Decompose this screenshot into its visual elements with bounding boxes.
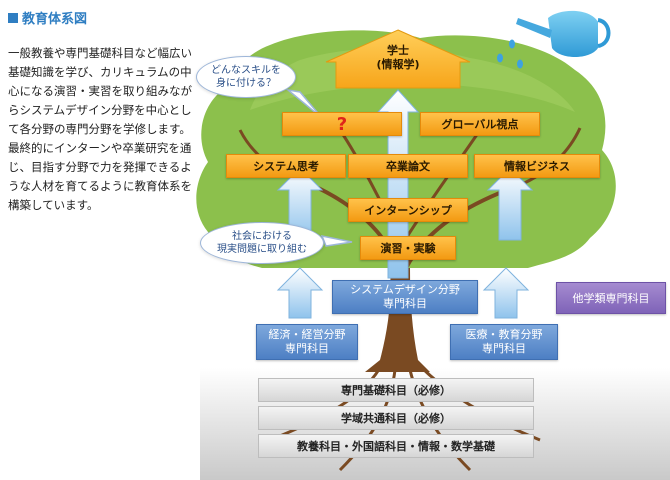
bubble-mid: 社会における 現実問題に取り組む [200, 222, 324, 264]
degree-field-text: (情報学) [376, 58, 420, 71]
bubble-mid-line2: 現実問題に取り組む [217, 244, 307, 255]
medical-box: 医療・教育分野 専門科目 [450, 324, 558, 360]
medical-line2: 専門科目 [482, 342, 526, 355]
water-drop [509, 39, 515, 49]
lower-right-arrow [482, 267, 530, 319]
tree-trunk [365, 268, 430, 372]
bubble-top-line2: 身に付ける？ [216, 78, 276, 89]
practice-label: 演習・実験 [380, 242, 436, 255]
info-business-box: 情報ビジネス [474, 154, 600, 178]
foundation-bar-3: 教養科目・外国語科目・情報・数学基礎 [258, 434, 534, 458]
bubble-top-tail [285, 88, 323, 119]
tree-branch [403, 129, 482, 241]
system-thinking-box: システム思考 [226, 154, 346, 178]
description-text: 一般教養や専門基礎科目など幅広い基礎知識を学び、カリキュラムの中心になる演習・実… [8, 46, 192, 212]
foundation-bar-2-label: 学域共通科目（必修） [341, 412, 451, 425]
system-design-box: システムデザイン分野 専門科目 [332, 280, 478, 314]
bubble-top-line1: どんなスキルを [211, 65, 281, 76]
watering-can-icon [516, 10, 611, 57]
water-drop [497, 53, 503, 63]
question-mark: ? [336, 113, 348, 135]
square-bullet-icon [8, 12, 18, 23]
medical-line1: 医療・教育分野 [465, 328, 543, 341]
economics-line1: 経済・経営分野 [268, 328, 346, 341]
global-view-label: グローバル視点 [441, 118, 519, 131]
internship-box: インターンシップ [348, 198, 468, 222]
right-arrow [486, 167, 534, 241]
system-design-line1: システムデザイン分野 [350, 283, 460, 296]
foundation-bar-1-label: 専門基礎科目（必修） [341, 384, 451, 397]
other-dept-box: 他学類専門科目 [556, 282, 666, 314]
info-business-label: 情報ビジネス [504, 160, 570, 173]
roof-label: 学士 (情報学) [352, 44, 444, 72]
roof-shape [325, 29, 471, 89]
graduation-thesis-label: 卒業論文 [386, 160, 430, 173]
section-title-text: 教育体系図 [22, 12, 88, 27]
bubble-top: どんなスキルを 身に付ける？ [196, 56, 296, 98]
foundation-bar-1: 専門基礎科目（必修） [258, 378, 534, 402]
foundation-bar-3-label: 教養科目・外国語科目・情報・数学基礎 [297, 440, 495, 453]
foundation-bar-2: 学域共通科目（必修） [258, 406, 534, 430]
internship-label: インターンシップ [364, 204, 452, 217]
economics-line2: 専門科目 [285, 342, 329, 355]
other-dept-label: 他学類専門科目 [572, 292, 650, 305]
question-box: ? [282, 112, 402, 136]
practice-box: 演習・実験 [360, 236, 456, 260]
section-title: 教育体系図 [8, 8, 87, 27]
global-view-box: グローバル視点 [420, 112, 540, 136]
water-drop [517, 59, 523, 69]
degree-text: 学士 [387, 44, 409, 57]
system-thinking-label: システム思考 [253, 160, 319, 173]
lower-left-arrow [276, 267, 324, 319]
system-design-line2: 専門科目 [383, 297, 427, 310]
graduation-thesis-box: 卒業論文 [348, 154, 468, 178]
bubble-mid-tail [320, 234, 353, 247]
bubble-mid-line1: 社会における [232, 231, 292, 242]
economics-box: 経済・経営分野 専門科目 [256, 324, 358, 360]
